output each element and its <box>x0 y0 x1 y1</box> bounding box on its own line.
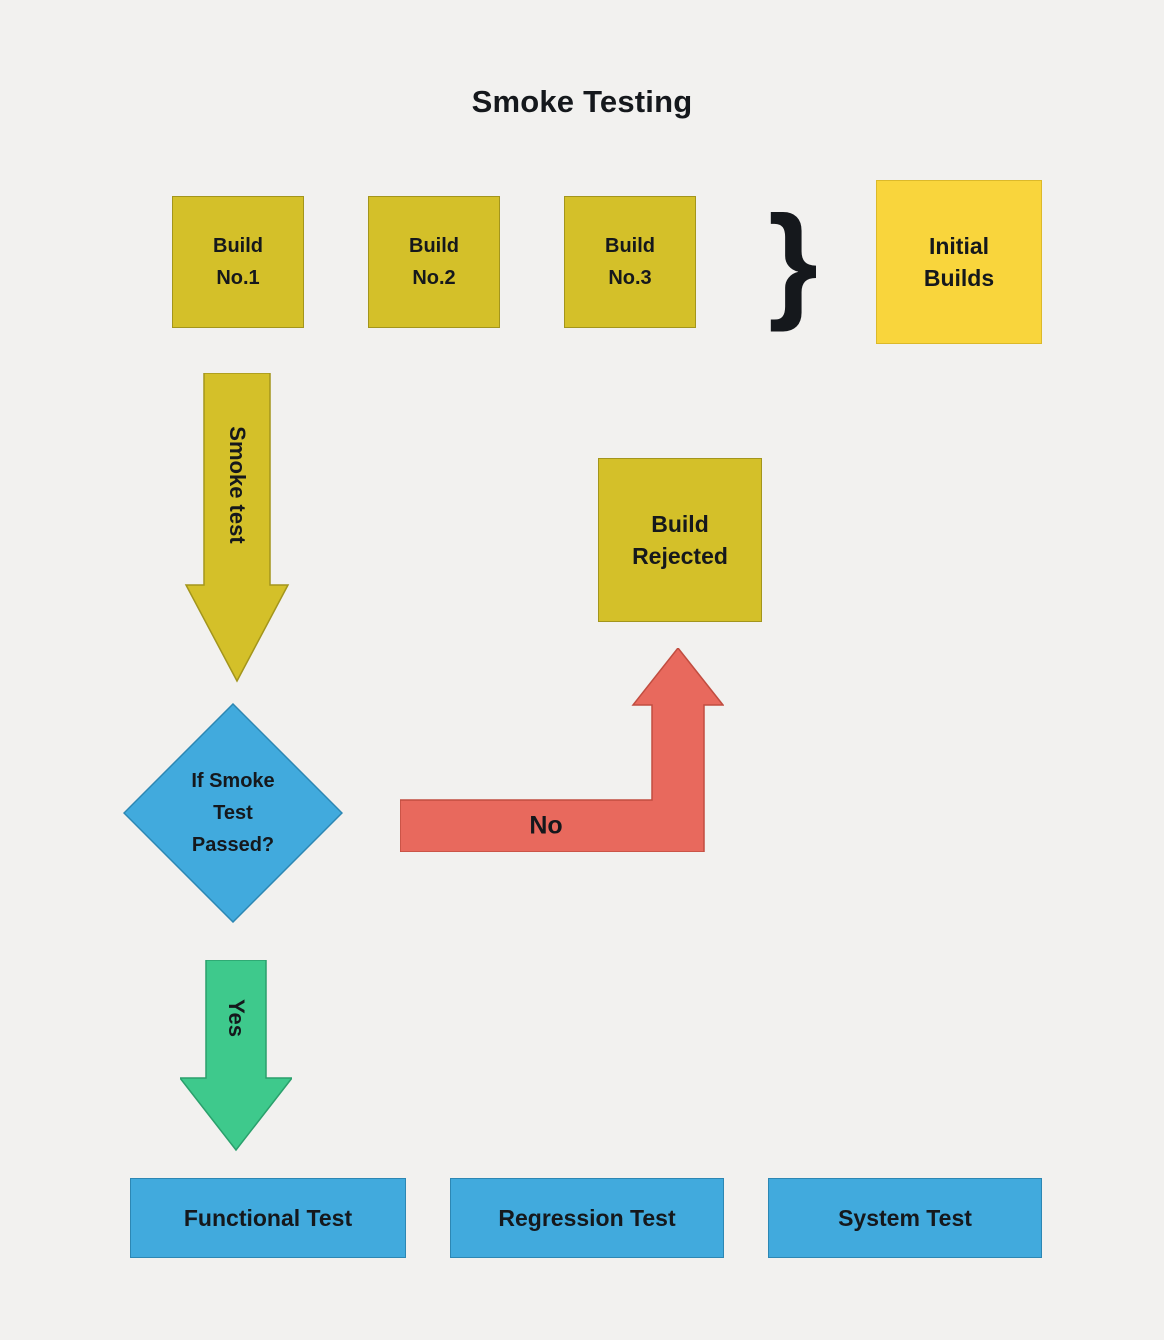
page-title: Smoke Testing <box>471 84 693 119</box>
system-test-box: System Test <box>768 1178 1042 1258</box>
yes-arrow-label: Yes <box>224 999 249 1037</box>
smoke-test-arrow-label: Smoke test <box>225 426 250 544</box>
functional-test-label: Functional Test <box>183 1204 353 1231</box>
build-rejected-label: Build Rejected <box>632 510 728 569</box>
no-arrow-label: No <box>529 811 563 840</box>
regression-test-label: Regression Test <box>498 1204 676 1231</box>
build-no2-label: Build No.2 <box>409 235 459 289</box>
system-test-label: System Test <box>838 1204 972 1231</box>
build-no1-box: Build No.1 <box>172 196 304 328</box>
build-no2-box: Build No.2 <box>368 196 500 328</box>
decision-label: If Smoke Test Passed? <box>191 770 275 856</box>
curly-brace-icon: } <box>768 190 818 333</box>
initial-builds-box: Initial Builds <box>876 180 1042 344</box>
build-no3-box: Build No.3 <box>564 196 696 328</box>
decision-diamond: If Smoke Test Passed? <box>123 703 343 923</box>
functional-test-box: Functional Test <box>130 1178 406 1258</box>
initial-builds-label: Initial Builds <box>923 232 995 291</box>
build-rejected-box: Build Rejected <box>598 458 762 622</box>
regression-test-box: Regression Test <box>450 1178 724 1258</box>
build-no3-label: Build No.3 <box>605 235 655 289</box>
build-no1-label: Build No.1 <box>213 235 263 289</box>
